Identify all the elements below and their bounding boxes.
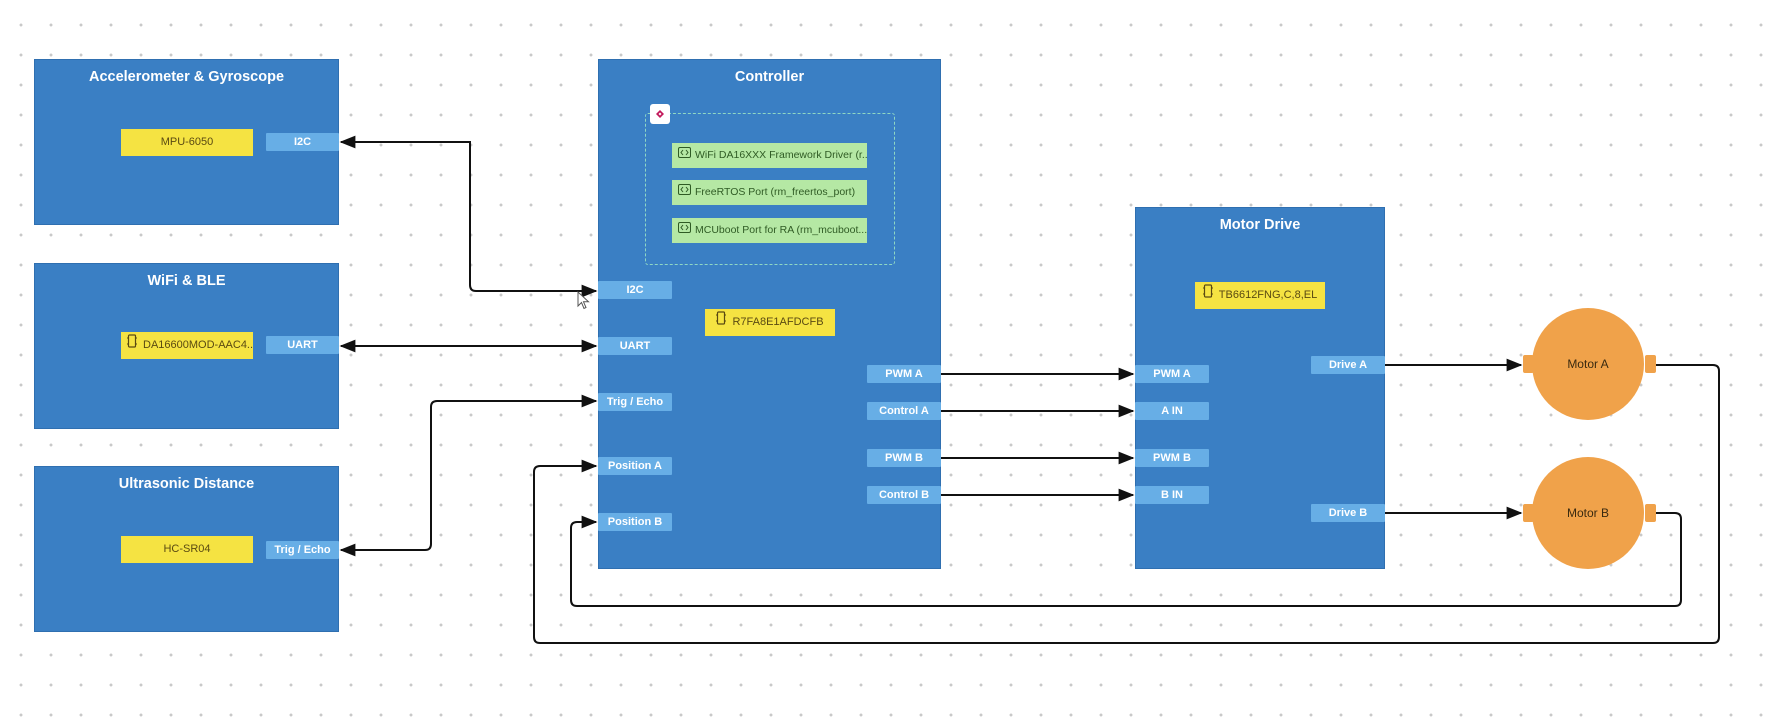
chip-da16600[interactable]: DA16600MOD-AAC4... [121, 332, 253, 359]
software-wifi-driver[interactable]: WiFi DA16XXX Framework Driver (r... [672, 143, 867, 168]
software-label: WiFi DA16XXX Framework Driver (r... [695, 149, 867, 161]
wire-position-a [533, 364, 1720, 644]
software-label: MCUboot Port for RA (rm_mcuboot... [695, 224, 867, 236]
software-label: FreeRTOS Port (rm_freertos_port) [695, 186, 856, 198]
port-ctrl-pwm-b[interactable]: PWM B [867, 449, 941, 467]
motor-b-terminal-right [1645, 504, 1656, 522]
motor-b-terminal-left [1523, 504, 1534, 522]
code-icon [678, 218, 691, 243]
port-md-drive-a[interactable]: Drive A [1311, 356, 1385, 374]
wire-i2c [339, 135, 598, 298]
port-ctrl-control-a[interactable]: Control A [867, 402, 941, 420]
motor-a[interactable]: Motor A [1532, 308, 1644, 420]
wire-position-b [570, 512, 1682, 607]
port-ctrl-pwm-a[interactable]: PWM A [867, 365, 941, 383]
port-ultra-trig-echo[interactable]: Trig / Echo [266, 541, 339, 559]
mouse-cursor-icon [577, 291, 590, 310]
code-icon [678, 180, 691, 205]
port-ctrl-position-a[interactable]: Position A [598, 457, 672, 475]
block-title: WiFi & BLE [147, 273, 226, 289]
port-md-pwm-a[interactable]: PWM A [1135, 365, 1209, 383]
chip-icon [1202, 282, 1213, 309]
port-accel-i2c[interactable]: I2C [266, 133, 339, 151]
chip-hcsr04[interactable]: HC-SR04 [121, 536, 253, 563]
wire-trig-echo [339, 394, 598, 557]
code-icon [678, 143, 691, 168]
block-title: Ultrasonic Distance [118, 476, 255, 492]
chip-label: R7FA8E1AFDCFB [732, 316, 824, 328]
motor-a-terminal-right [1645, 355, 1656, 373]
chip-label: TB6612FNG,C,8,EL [1218, 289, 1318, 301]
renesas-logo-icon [656, 110, 664, 118]
chip-label: DA16600MOD-AAC4... [143, 339, 253, 351]
port-ctrl-control-b[interactable]: Control B [867, 486, 941, 504]
port-ctrl-trig-echo[interactable]: Trig / Echo [598, 393, 672, 411]
chip-tb6612[interactable]: TB6612FNG,C,8,EL [1195, 282, 1325, 309]
port-ctrl-uart[interactable]: UART [598, 337, 672, 355]
chip-mpu6050[interactable]: MPU-6050 [121, 129, 253, 156]
software-mcuboot[interactable]: MCUboot Port for RA (rm_mcuboot... [672, 218, 867, 243]
block-title: Accelerometer & Gyroscope [88, 69, 285, 85]
port-ctrl-i2c[interactable]: I2C [598, 281, 672, 299]
motor-b[interactable]: Motor B [1532, 457, 1644, 569]
port-md-a-in[interactable]: A IN [1135, 402, 1209, 420]
chip-r7fa8e1[interactable]: R7FA8E1AFDCFB [705, 309, 835, 336]
block-title: Controller [734, 69, 805, 85]
port-md-pwm-b[interactable]: PWM B [1135, 449, 1209, 467]
software-freertos[interactable]: FreeRTOS Port (rm_freertos_port) [672, 180, 867, 205]
port-md-b-in[interactable]: B IN [1135, 486, 1209, 504]
renesas-badge[interactable] [650, 104, 670, 124]
software-group [645, 113, 895, 265]
chip-icon [716, 309, 727, 336]
motor-a-terminal-left [1523, 355, 1534, 373]
port-md-drive-b[interactable]: Drive B [1311, 504, 1385, 522]
port-wifi-uart[interactable]: UART [266, 336, 339, 354]
block-title: Motor Drive [1219, 217, 1301, 233]
chip-icon [127, 332, 137, 359]
port-ctrl-position-b[interactable]: Position B [598, 513, 672, 531]
